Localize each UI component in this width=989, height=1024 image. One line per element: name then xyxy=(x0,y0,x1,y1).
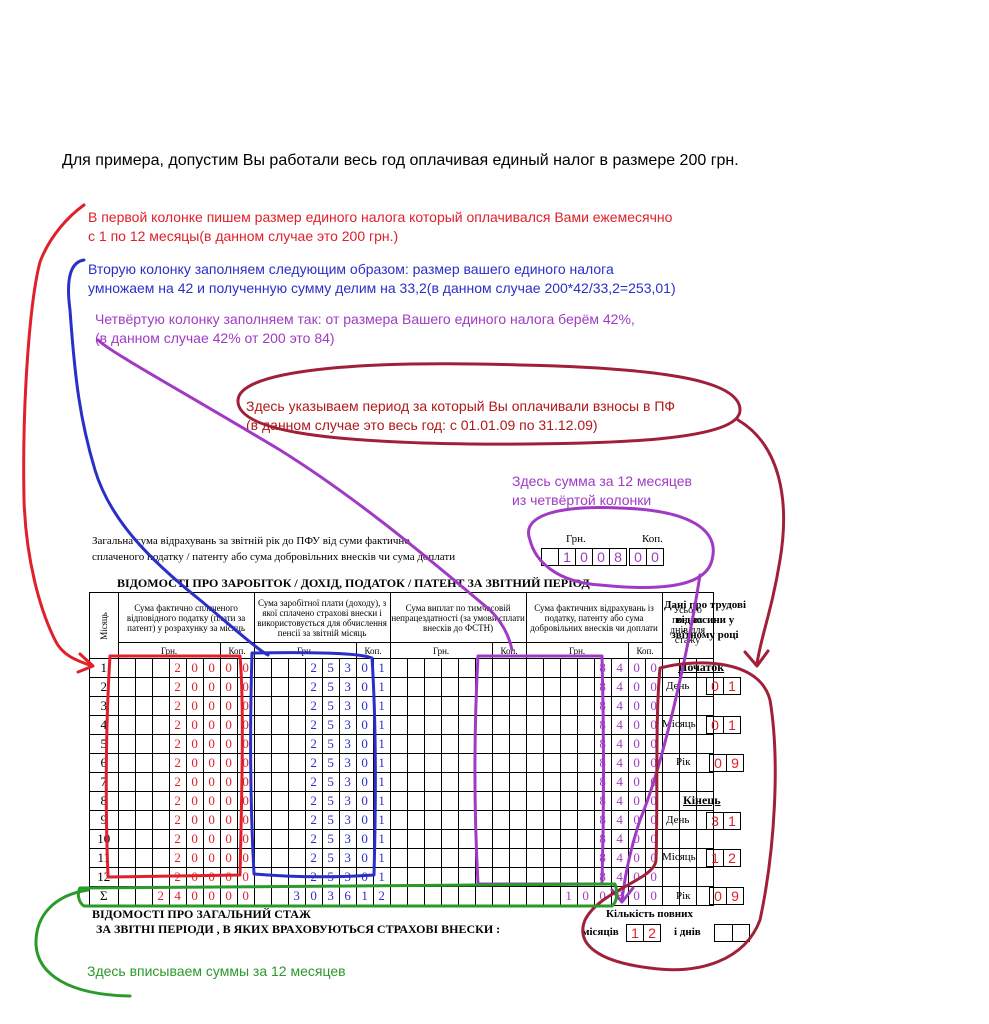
sum12-note-line2: из четвёртой колонки xyxy=(512,492,652,508)
sum12-note-line1: Здесь сумма за 12 месяцев xyxy=(512,473,692,489)
total-kop-label: Коп. xyxy=(642,533,663,545)
column1-note-line2: с 1 по 12 месяцы(в данном случае это 200… xyxy=(88,228,399,244)
red-arrow-head xyxy=(76,652,95,674)
digit-box: 0 xyxy=(646,548,664,566)
bottom-title-line1: ВІДОМОСТІ ПРО ЗАГАЛЬНИЙ СТАЖ xyxy=(92,907,311,921)
digit-box: 8 xyxy=(609,548,627,566)
total-label-line2: сплаченого податку / патенту або сума до… xyxy=(92,551,456,563)
maroon-period-oval xyxy=(236,362,742,446)
bottom-note: Здесь вписываем суммы за 12 месяцев xyxy=(87,963,346,979)
and-days-label: і днів xyxy=(674,926,701,938)
period-note-line1: Здесь указываем период за который Вы опл… xyxy=(246,398,676,414)
end-label: Кінець xyxy=(683,793,721,807)
column4-note-line1: Четвёртую колонку заполняем так: от разм… xyxy=(95,311,635,327)
digit-box: 1 xyxy=(723,812,741,830)
maroon-side-oval xyxy=(581,661,777,972)
digit-box: 1 xyxy=(723,716,741,734)
column2-note-line1: Вторую колонку заполняем следующим образ… xyxy=(88,261,614,277)
end-day-label: День xyxy=(666,814,690,826)
column2-note-line2: умножаем на 42 и полученную сумму делим … xyxy=(88,280,676,296)
digit-box: 2 xyxy=(643,924,661,942)
purple-total-oval xyxy=(527,506,715,589)
green-bracket-stroke xyxy=(34,888,132,998)
red-bracket-stroke xyxy=(22,203,94,668)
full-months-label: Кількість повних xyxy=(606,908,693,920)
column4-note-line2: (в данном случае 42% от 200 это 84) xyxy=(95,330,335,346)
maroon-arrow-stroke xyxy=(736,418,786,666)
end-month-label: Місяць xyxy=(662,851,696,863)
bottom-title-line2: ЗА ЗВІТНІ ПЕРІОДИ , В ЯКИХ ВРАХОВУЮТЬСЯ … xyxy=(96,922,501,936)
digit-box: 9 xyxy=(726,754,744,772)
column1-note-line1: В первой колонке пишем размер единого на… xyxy=(88,209,673,225)
purple-column4-outline xyxy=(473,654,605,886)
purple-arrow-stroke xyxy=(620,573,702,902)
section-title: ВІДОМОСТІ ПРО ЗАРОБІТОК / ДОХІД, ПОДАТОК… xyxy=(117,576,590,590)
maroon-arrow-head xyxy=(743,649,770,668)
earnings-table: Місяць Сума фактично сплаченого відповід… xyxy=(89,592,714,906)
months-word: місяців xyxy=(582,926,619,938)
end-year-label: Рік xyxy=(676,890,691,902)
blue-column2-outline xyxy=(249,651,377,879)
total-label-line1: Загальна сума відрахувань за звітній рік… xyxy=(92,535,410,547)
column3-header: Сума виплат по тимчасовій непрацездатнос… xyxy=(389,592,527,643)
intro-note: Для примера, допустим Вы работали весь г… xyxy=(62,152,739,169)
days-count-boxes[interactable] xyxy=(714,924,750,942)
purple-bracket-stroke xyxy=(96,338,514,652)
total-grn-label: Грн. xyxy=(566,533,586,545)
digit-box: 2 xyxy=(723,849,741,867)
period-note-line2: (в данном случае это весь год: с 01.01.0… xyxy=(246,417,598,433)
red-column1-outline xyxy=(104,654,244,879)
blue-bracket-stroke xyxy=(67,258,270,657)
green-sum-row-outline xyxy=(76,882,619,908)
column2-header: Сума заробітної плати (доходу), з якої с… xyxy=(253,592,391,643)
digit-box: 1 xyxy=(723,677,741,695)
digit-box: 9 xyxy=(726,887,744,905)
start-year-label: Рік xyxy=(676,756,691,768)
